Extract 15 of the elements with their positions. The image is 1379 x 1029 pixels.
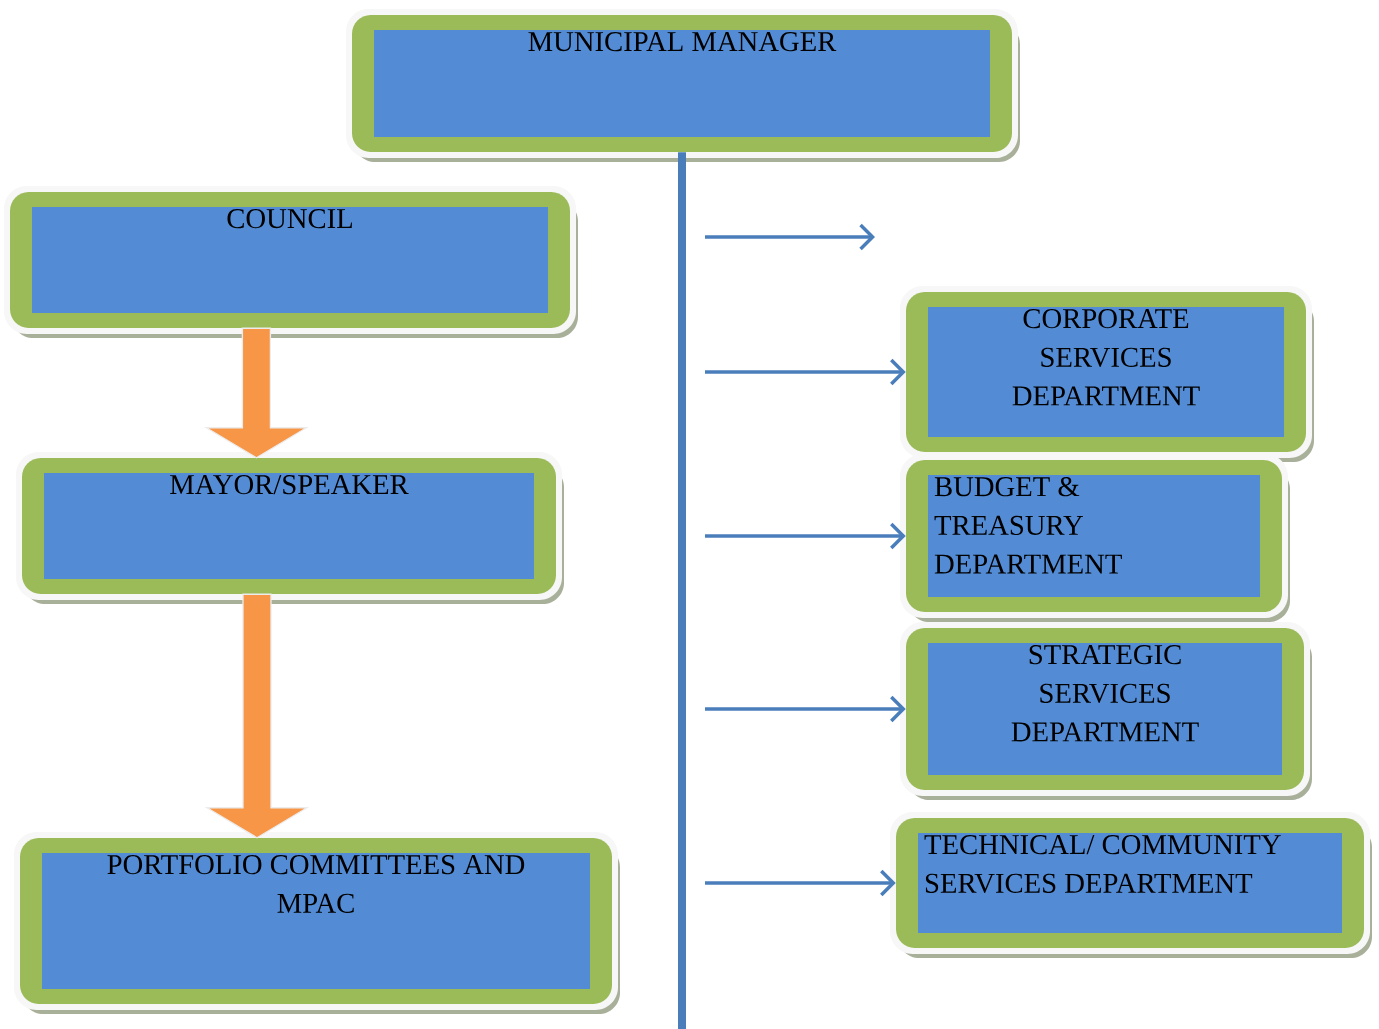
org-box: BUDGET & TREASURY DEPARTMENT: [900, 454, 1290, 622]
arrow: [705, 358, 906, 386]
arrow: [705, 695, 906, 723]
org-box: MUNICIPAL MANAGER: [346, 9, 1020, 162]
org-box: MAYOR/SPEAKER: [16, 452, 564, 604]
block-arrow: [204, 327, 309, 459]
block-arrow: [204, 593, 310, 839]
org-box: STRATEGIC SERVICES DEPARTMENT: [900, 622, 1312, 800]
node-label: BUDGET & TREASURY DEPARTMENT: [934, 477, 1122, 574]
org-box: TECHNICAL/ COMMUNITY SERVICES DEPARTMENT: [890, 812, 1372, 958]
arrow: [705, 869, 896, 897]
arrow: [705, 522, 906, 550]
org-box: COUNCIL: [4, 186, 578, 338]
org-box: PORTFOLIO COMMITTEES AND MPAC: [14, 832, 620, 1014]
org-box: CORPORATE SERVICES DEPARTMENT: [900, 286, 1314, 462]
